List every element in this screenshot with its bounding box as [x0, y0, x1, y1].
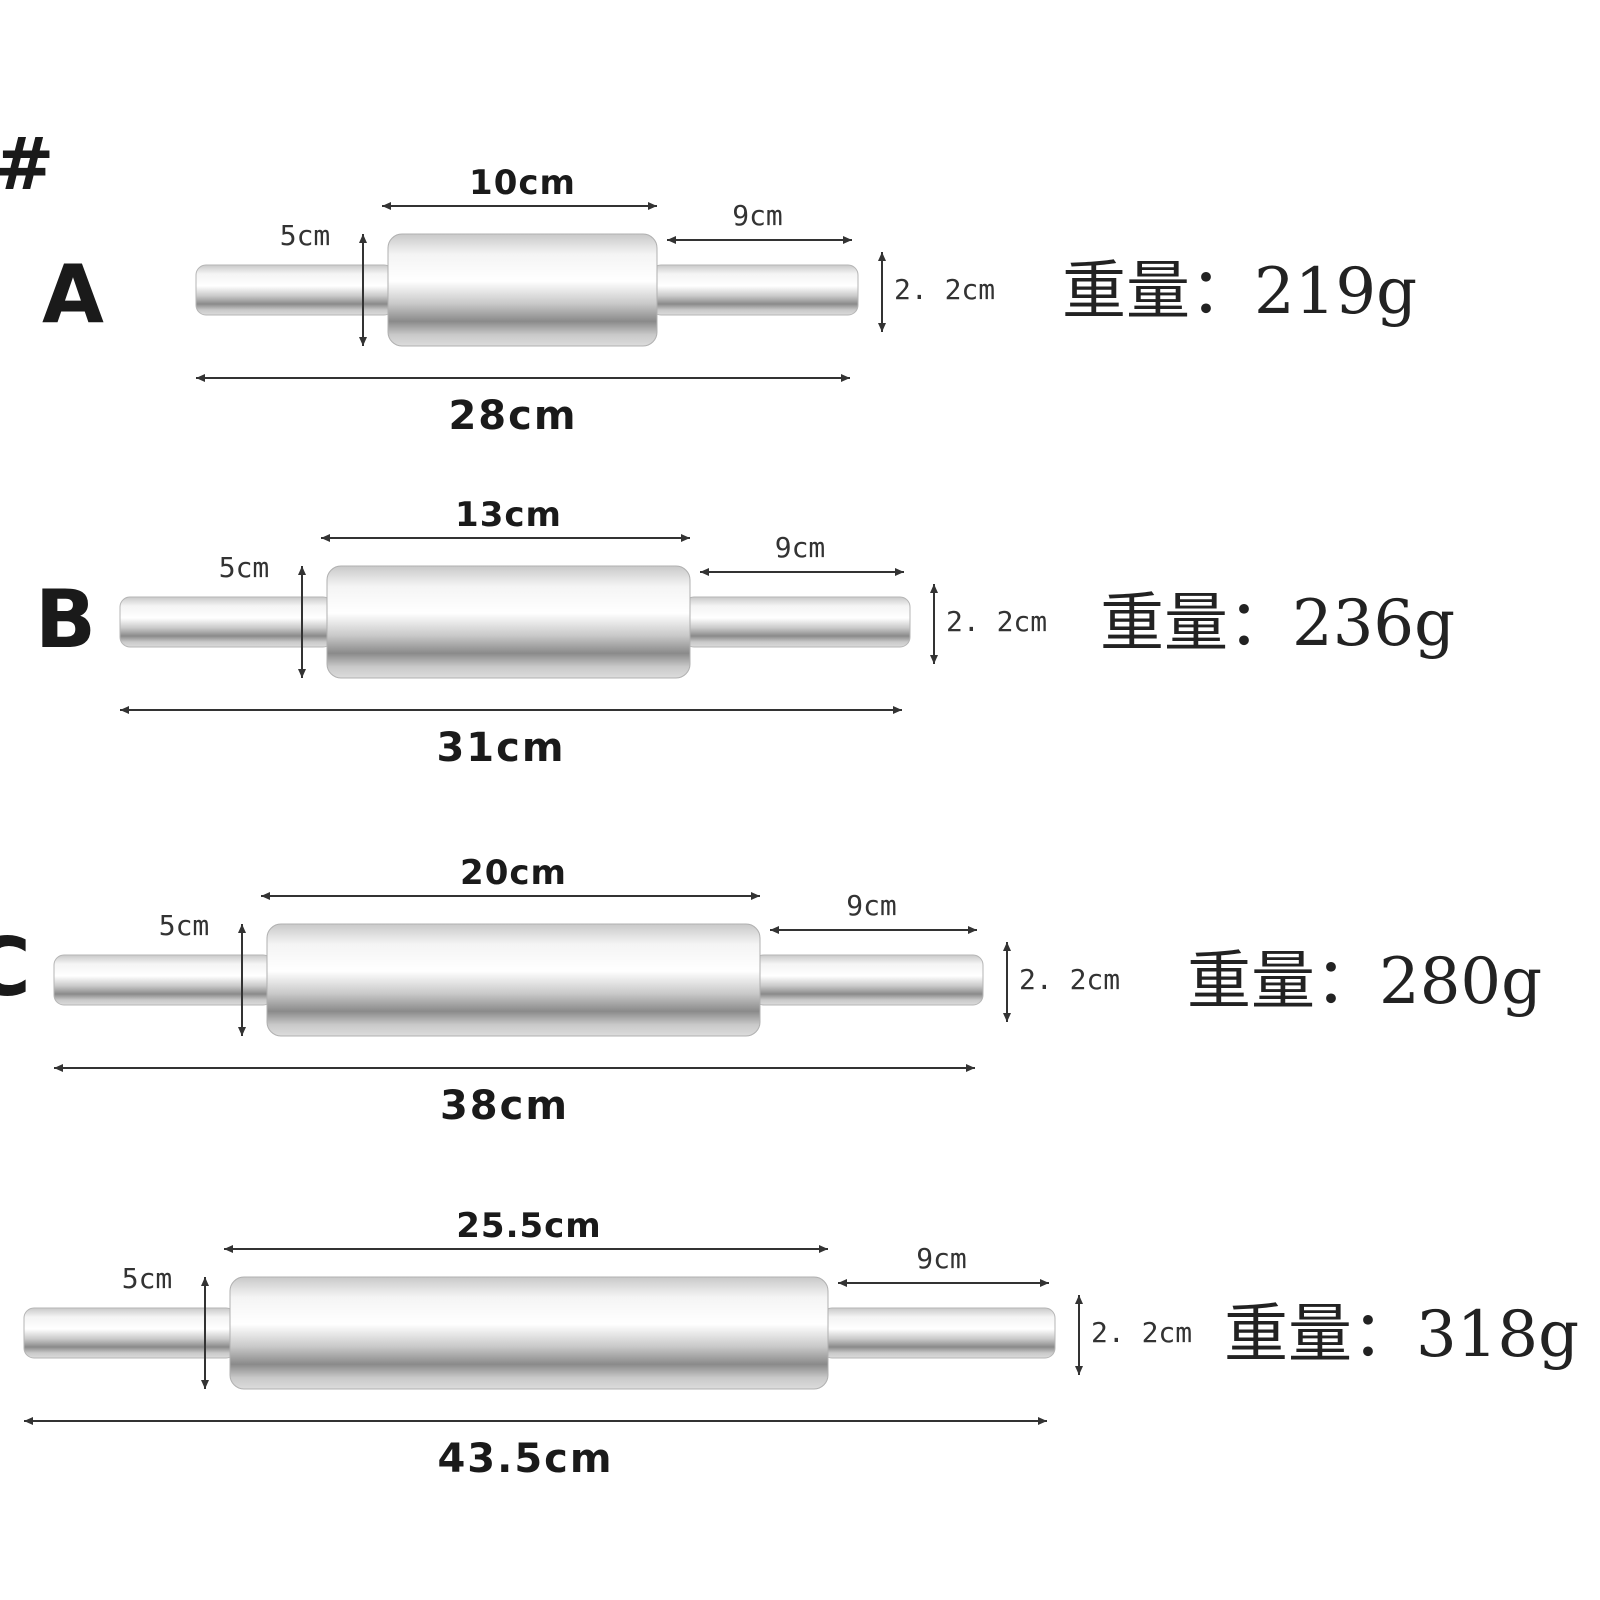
barrel-length-label: 13cm [455, 495, 562, 535]
left-handle-dimension-line-head-end [201, 1380, 209, 1389]
row-letter: B [35, 573, 96, 666]
barrel-length-label: 20cm [460, 853, 567, 893]
weight-label: 重量：219g [1062, 255, 1418, 329]
right-handle-label: 9cm [774, 531, 826, 564]
diameter-dimension-line-head-end [1075, 1366, 1083, 1375]
left-handle-dimension-line-head-start [359, 234, 367, 243]
left-handle-dimension-line-head-end [359, 337, 367, 346]
total-length-label: 43.5cm [437, 1436, 614, 1482]
total-length-dimension-line-head-end [966, 1064, 975, 1072]
left-handle-label: 5cm [218, 551, 270, 584]
total-length-dimension-line-head-end [1038, 1417, 1047, 1425]
barrel-dimension-line-head-end [751, 892, 760, 900]
right-handle-dimension-line-head-end [843, 236, 852, 244]
left-handle-label: 5cm [158, 909, 210, 942]
diameter-dimension-line-head-start [1003, 942, 1011, 951]
row-letter: A [42, 248, 104, 341]
total-length-dimension-line-head-start [54, 1064, 63, 1072]
right-handle-label: 9cm [732, 199, 783, 232]
total-length-dimension-line-head-start [120, 706, 129, 714]
total-length-dimension-line-head-start [24, 1417, 33, 1425]
barrel-length-label: 10cm [469, 163, 576, 203]
right-handle-label: 9cm [916, 1242, 967, 1275]
left-handle-dimension-line-head-start [201, 1277, 209, 1286]
right-handle [821, 1307, 1056, 1359]
right-handle-dimension-line-head-start [667, 236, 676, 244]
row-letter: C [0, 921, 31, 1014]
corner-mark: # [0, 122, 55, 206]
left-handle-dimension-line-head-start [298, 566, 306, 575]
left-handle-label: 5cm [279, 219, 331, 252]
right-handle-dimension-line-head-start [838, 1279, 847, 1287]
right-handle-dimension-line-head-end [895, 568, 904, 576]
diameter-label: 2. 2cm [946, 605, 1048, 638]
left-handle-dimension-line-head-end [238, 1027, 246, 1036]
barrel [229, 1276, 829, 1390]
right-handle-dimension-line-head-end [968, 926, 977, 934]
diameter-dimension-line-head-start [1075, 1295, 1083, 1304]
barrel-dimension-line-head-start [261, 892, 270, 900]
diameter-label: 2. 2cm [894, 273, 996, 306]
diameter-dimension-line-head-start [878, 252, 886, 261]
diameter-dimension-line-head-end [930, 655, 938, 664]
barrel-dimension-line-head-end [681, 534, 690, 542]
diameter-dimension-line-head-end [878, 323, 886, 332]
total-length-label: 38cm [439, 1083, 570, 1129]
barrel [387, 233, 658, 347]
total-length-dimension-line-head-start [196, 374, 205, 382]
right-handle-dimension-line-head-start [770, 926, 779, 934]
weight-label: 重量：318g [1224, 1298, 1580, 1372]
total-length-label: 31cm [436, 725, 566, 771]
total-length-label: 28cm [448, 393, 578, 439]
barrel-dimension-line-head-start [224, 1245, 233, 1253]
barrel [266, 923, 761, 1037]
diameter-label: 2. 2cm [1019, 963, 1121, 996]
left-handle-dimension-line-head-end [298, 669, 306, 678]
barrel-length-label: 25.5cm [456, 1206, 602, 1246]
weight-label: 重量：236g [1100, 587, 1456, 661]
barrel-dimension-line-head-end [819, 1245, 828, 1253]
barrel-dimension-line-head-start [382, 202, 391, 210]
barrel-dimension-line-head-end [648, 202, 657, 210]
right-handle-dimension-line-head-end [1040, 1279, 1049, 1287]
total-length-dimension-line-head-end [841, 374, 850, 382]
barrel [326, 565, 691, 679]
diameter-dimension-line-head-end [1003, 1013, 1011, 1022]
left-handle-dimension-line-head-start [238, 924, 246, 933]
left-handle-label: 5cm [121, 1262, 173, 1295]
diameter-label: 2. 2cm [1091, 1316, 1193, 1349]
diameter-dimension-line-head-start [930, 584, 938, 593]
total-length-dimension-line-head-end [893, 706, 902, 714]
barrel-dimension-line-head-start [321, 534, 330, 542]
right-handle-dimension-line-head-start [700, 568, 709, 576]
weight-label: 重量：280g [1187, 945, 1543, 1019]
right-handle-label: 9cm [846, 889, 897, 922]
